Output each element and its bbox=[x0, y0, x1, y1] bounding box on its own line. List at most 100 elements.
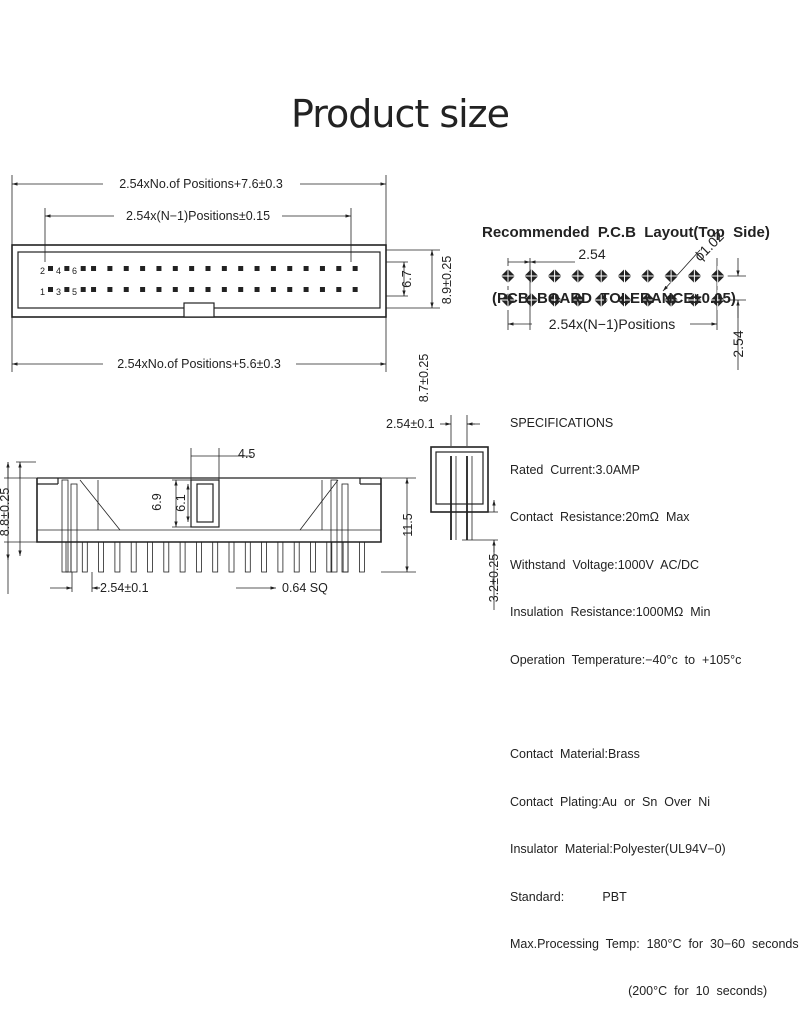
top-pin bbox=[80, 266, 86, 271]
top-pin bbox=[303, 287, 309, 292]
pin-label-3: 3 bbox=[56, 287, 61, 297]
dim-bottom-length: 2.54xNo.of Positions+5.6±0.3 bbox=[117, 357, 281, 371]
pcb-layout-title: Recommended P.C.B Layout(Top Side) bbox=[482, 224, 770, 241]
dim-key-width: 4.5 bbox=[238, 447, 255, 461]
pcb-dim-row-pitch: 2.54 bbox=[730, 330, 746, 357]
side-pin bbox=[130, 541, 137, 573]
dim-height-87: 8.7±0.25 bbox=[417, 354, 431, 403]
pcb-layout-subtitle: (PCB BOARD TOLERANCE±0.05) bbox=[492, 290, 736, 307]
technical-drawing: 2.54xNo.of Positions+7.6±0.3 2.54x(N−1)P… bbox=[0, 175, 746, 610]
top-pin bbox=[107, 287, 113, 292]
side-pin bbox=[163, 541, 170, 573]
top-pin bbox=[172, 266, 178, 271]
side-pin bbox=[277, 541, 284, 573]
side-pin bbox=[342, 541, 349, 573]
top-pin bbox=[336, 287, 342, 292]
top-pin bbox=[352, 287, 358, 292]
dim-pin-size: 0.64 SQ bbox=[282, 581, 328, 595]
top-pin bbox=[205, 287, 211, 292]
top-pin bbox=[48, 287, 53, 292]
top-pin bbox=[64, 287, 70, 292]
specifications-block: SPECIFICATIONS Rated Current:3.0AMP Cont… bbox=[510, 384, 799, 1016]
top-pin bbox=[352, 266, 358, 271]
spec-line: Contact Material:Brass bbox=[510, 747, 640, 762]
top-pin bbox=[238, 287, 244, 292]
side-view bbox=[4, 448, 416, 594]
dim-end-tail: 3.2±0.25 bbox=[487, 554, 501, 603]
dim-pin-span: 2.54x(N−1)Positions±0.15 bbox=[126, 209, 270, 223]
top-pin bbox=[270, 287, 276, 292]
top-pin bbox=[189, 287, 195, 292]
side-pin bbox=[293, 541, 300, 573]
top-pin bbox=[319, 287, 325, 292]
top-pin bbox=[140, 266, 146, 271]
dim-side-pitch: 2.54±0.1 bbox=[100, 581, 149, 595]
spec-line: (200°C for 10 seconds) bbox=[510, 984, 768, 999]
top-pin bbox=[91, 287, 97, 292]
side-pin bbox=[114, 541, 121, 573]
top-pin bbox=[48, 266, 53, 271]
dim-key-61: 6.1 bbox=[174, 494, 188, 511]
side-pin bbox=[326, 541, 333, 573]
spec-line: Operation Temperature:−40°c to +105°c bbox=[510, 652, 742, 667]
pin-label-5: 5 bbox=[72, 287, 77, 297]
dim-height-inner: 6.7 bbox=[400, 270, 414, 287]
spec-line bbox=[510, 700, 799, 716]
top-pin bbox=[221, 266, 227, 271]
end-view bbox=[430, 415, 498, 610]
spec-line: Max.Processing Temp: 180°C for 30−60 sec… bbox=[510, 936, 799, 951]
side-pin bbox=[310, 541, 316, 573]
dim-end-height: 11.5 bbox=[401, 513, 415, 536]
top-pin bbox=[172, 287, 178, 292]
pcb-dim-positions: 2.54x(N−1)Positions bbox=[549, 316, 675, 332]
side-pin bbox=[147, 541, 153, 573]
specifications-heading: SPECIFICATIONS bbox=[510, 415, 614, 430]
spec-line: Contact Plating:Au or Sn Over Ni bbox=[510, 794, 711, 809]
spec-line: Standard: PBT bbox=[510, 889, 627, 904]
top-pin bbox=[80, 287, 86, 292]
top-pin bbox=[287, 287, 293, 292]
side-pin bbox=[65, 541, 72, 573]
top-pin bbox=[221, 287, 227, 292]
side-pin bbox=[212, 541, 219, 573]
dim-end-pitch: 2.54±0.1 bbox=[386, 417, 435, 431]
top-pin bbox=[123, 266, 129, 271]
top-pin bbox=[156, 287, 162, 292]
side-pin bbox=[179, 541, 186, 573]
spec-line: Contact Resistance:20mΩ Max bbox=[510, 510, 690, 525]
side-pin bbox=[98, 541, 104, 573]
top-view bbox=[11, 175, 440, 372]
pin-label-4: 4 bbox=[56, 266, 61, 276]
top-pin bbox=[336, 266, 342, 271]
spec-line: Rated Current:3.0AMP bbox=[510, 462, 640, 477]
top-pin bbox=[287, 266, 293, 271]
top-pin bbox=[140, 287, 146, 292]
top-pin bbox=[238, 266, 244, 271]
spec-line: Withstand Voltage:1000V AC/DC bbox=[510, 557, 699, 572]
top-pin bbox=[156, 266, 162, 271]
top-pin bbox=[107, 266, 113, 271]
pcb-hole-array bbox=[498, 266, 728, 310]
side-pin bbox=[81, 541, 88, 573]
top-pin bbox=[270, 266, 276, 271]
top-pin bbox=[189, 266, 195, 271]
spec-line: Insulator Material:Polyester(UL94V−0) bbox=[510, 842, 726, 857]
side-pin bbox=[228, 541, 235, 573]
pin-label-1: 1 bbox=[40, 287, 45, 297]
dim-overall-length: 2.54xNo.of Positions+7.6±0.3 bbox=[119, 177, 283, 191]
top-pin bbox=[91, 266, 97, 271]
pcb-layout-title-block: Recommended P.C.B Layout(Top Side) (PCB … bbox=[482, 178, 770, 332]
top-pin bbox=[64, 266, 70, 271]
side-pin bbox=[358, 541, 365, 573]
pin-label-2: 2 bbox=[40, 266, 45, 276]
pcb-dim-pitch: 2.54 bbox=[578, 246, 605, 262]
dim-height-88: 8.8±0.25 bbox=[0, 488, 12, 537]
spec-line: Insulation Resistance:1000MΩ Min bbox=[510, 605, 711, 620]
top-pin bbox=[123, 287, 129, 292]
side-pin bbox=[261, 541, 268, 573]
side-pin bbox=[195, 541, 202, 573]
top-pin bbox=[319, 266, 325, 271]
page-title: Product size bbox=[290, 92, 510, 136]
top-pin bbox=[205, 266, 211, 271]
side-pin bbox=[244, 541, 251, 573]
